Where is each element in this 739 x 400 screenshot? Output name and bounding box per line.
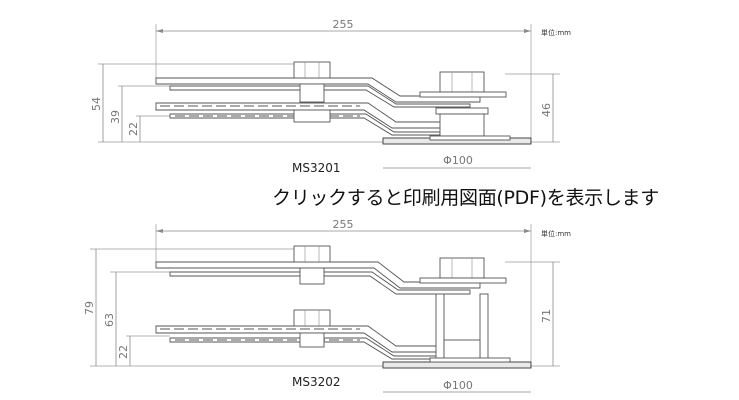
diameter-label: Φ100: [443, 379, 473, 392]
print-pdf-link[interactable]: クリックすると印刷用図面(PDF)を表示します: [272, 187, 659, 209]
low-height-label: 22: [117, 345, 130, 359]
model-label: MS3202: [292, 375, 341, 389]
width-dim-label: 255: [333, 18, 354, 31]
base-plate: [382, 361, 532, 369]
upper-plate: [155, 77, 481, 103]
left-bolt: [293, 61, 331, 123]
right-height-label: 46: [540, 103, 553, 117]
right-bolt: [419, 257, 511, 363]
unit-label: 単位:mm: [541, 229, 571, 238]
right-bolt: [419, 71, 511, 141]
width-dim-label: 255: [333, 218, 354, 231]
right-height-label: 71: [540, 309, 553, 323]
overall-height-label: 54: [90, 97, 103, 111]
left-bolt: [293, 245, 331, 348]
drawing-ms3201: 255 単位:mm 54 39 22 46 Φ100: [90, 18, 571, 175]
mid-height-label: 63: [103, 313, 116, 327]
upper-plate: [155, 261, 481, 289]
mid-height-label: 39: [109, 110, 122, 124]
overall-height-label: 79: [83, 301, 96, 315]
diameter-label: Φ100: [443, 154, 473, 167]
drawing-ms3202: 255 単位:mm 79 63 22 71 Φ100: [83, 218, 571, 393]
low-height-label: 22: [127, 122, 140, 136]
model-label: MS3201: [292, 161, 341, 175]
unit-label: 単位:mm: [541, 28, 571, 37]
